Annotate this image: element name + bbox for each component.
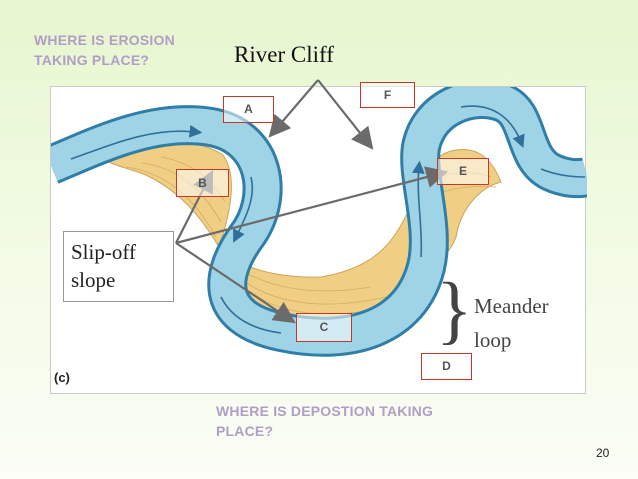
meander-loop-label: Meander loop bbox=[474, 289, 549, 357]
slip-off-arrow-e bbox=[175, 166, 449, 245]
flow-arrow-5 bbox=[460, 105, 525, 148]
deposition-question: WHERE IS DEPOSTION TAKING PLACE? bbox=[216, 401, 433, 441]
erosion-question-line1: WHERE IS EROSION bbox=[34, 32, 175, 48]
river-cliff-arrow-left bbox=[268, 79, 319, 138]
deposition-question-line1: WHERE IS DEPOSTION TAKING bbox=[216, 403, 434, 419]
meander-line2: loop bbox=[474, 328, 512, 352]
meander-line1: Meander bbox=[474, 294, 549, 318]
box-a: A bbox=[223, 96, 274, 123]
flow-arrow-4 bbox=[411, 160, 425, 258]
meander-brace: } bbox=[436, 268, 473, 352]
river-channel bbox=[51, 87, 587, 354]
flow-arrows bbox=[70, 105, 586, 334]
slip-off-slope-label: Slip-off slope bbox=[63, 231, 174, 302]
slip-off-line1: Slip-off bbox=[71, 240, 136, 264]
box-d: D bbox=[421, 353, 472, 380]
page-number: 20 bbox=[596, 446, 610, 460]
flow-arrow-6 bbox=[540, 168, 586, 178]
erosion-question: WHERE IS EROSION TAKING PLACE? bbox=[34, 30, 175, 70]
river-cliff-arrow-right bbox=[317, 79, 374, 150]
box-b: B bbox=[176, 169, 229, 197]
flow-arrow-3 bbox=[220, 296, 282, 334]
erosion-question-line2: TAKING PLACE? bbox=[34, 52, 150, 68]
box-e: E bbox=[437, 158, 489, 185]
box-f: F bbox=[360, 82, 415, 108]
river-cliff-label: River Cliff bbox=[234, 42, 334, 67]
box-c: C bbox=[296, 313, 352, 342]
slip-off-arrow-c bbox=[175, 242, 296, 324]
flow-arrow-2 bbox=[233, 176, 254, 243]
deposition-question-line2: PLACE? bbox=[216, 423, 274, 439]
flow-arrow-1 bbox=[70, 124, 203, 160]
meander-diagram-panel bbox=[50, 86, 587, 394]
slip-off-line2: slope bbox=[71, 268, 116, 292]
panel-tag: (c) bbox=[54, 370, 70, 385]
